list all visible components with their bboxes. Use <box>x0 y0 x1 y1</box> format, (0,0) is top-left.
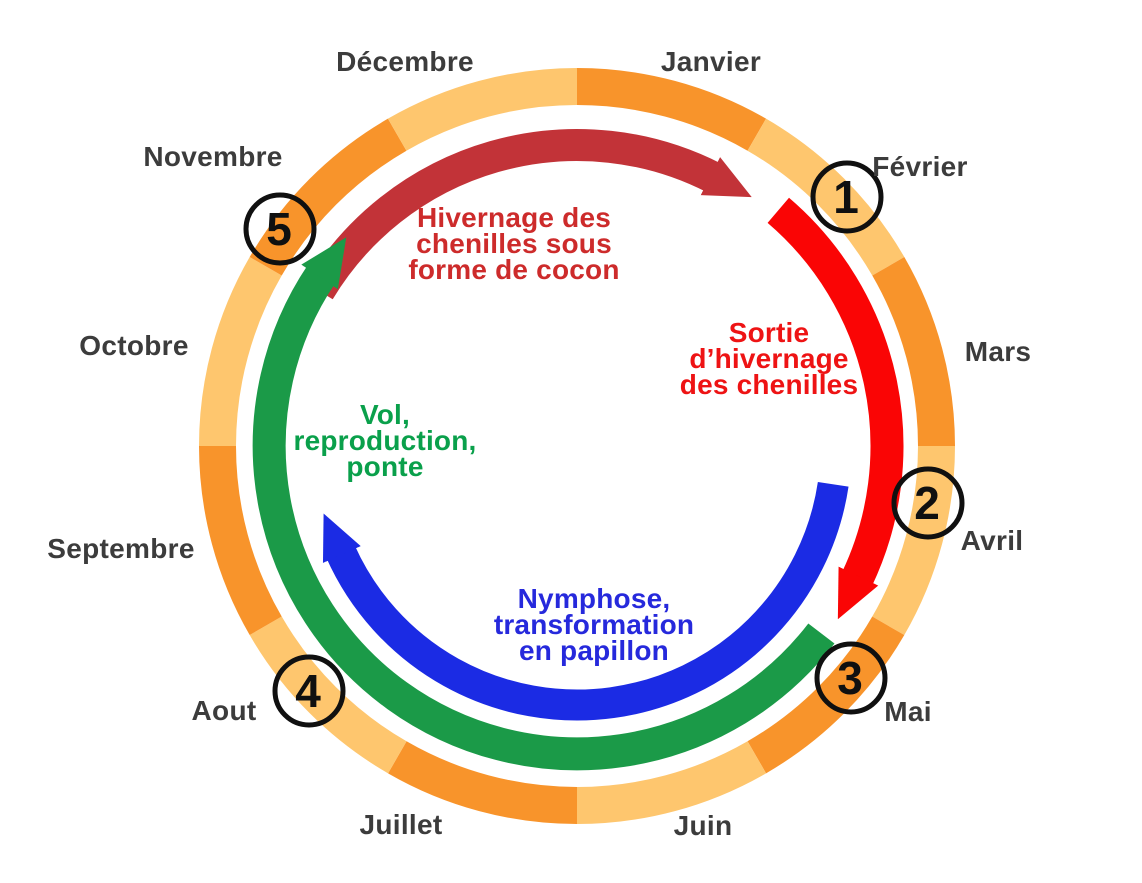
step-circle-5 <box>243 192 317 266</box>
phase-arrow-sortie <box>767 197 904 620</box>
step-number-5: 5 <box>266 203 292 255</box>
month-segment-mai <box>747 616 905 774</box>
month-segment-mars <box>872 257 955 447</box>
month-segment-juillet <box>388 741 578 824</box>
phase-arrow-nymphose <box>322 481 849 721</box>
step-number-4: 4 <box>295 665 321 717</box>
step-number-3: 3 <box>837 652 863 704</box>
month-segment-aout <box>249 616 407 774</box>
step-circle-3 <box>814 641 888 715</box>
step-number-1: 1 <box>833 171 859 223</box>
month-segment-septembre <box>199 445 282 636</box>
phase-arrow-vol <box>252 237 835 771</box>
step-number-2: 2 <box>914 477 940 529</box>
month-segment-decembre <box>387 68 578 151</box>
month-segment-janvier <box>576 68 767 151</box>
month-segment-fevrier <box>747 118 905 276</box>
step-circle-1 <box>810 160 884 234</box>
month-segment-novembre <box>249 118 407 276</box>
step-circle-2 <box>891 466 965 540</box>
step-circle-4 <box>272 654 346 728</box>
phase-arrow-hivernage <box>305 128 752 300</box>
month-segment-juin <box>576 741 767 824</box>
month-segment-octobre <box>199 257 282 447</box>
